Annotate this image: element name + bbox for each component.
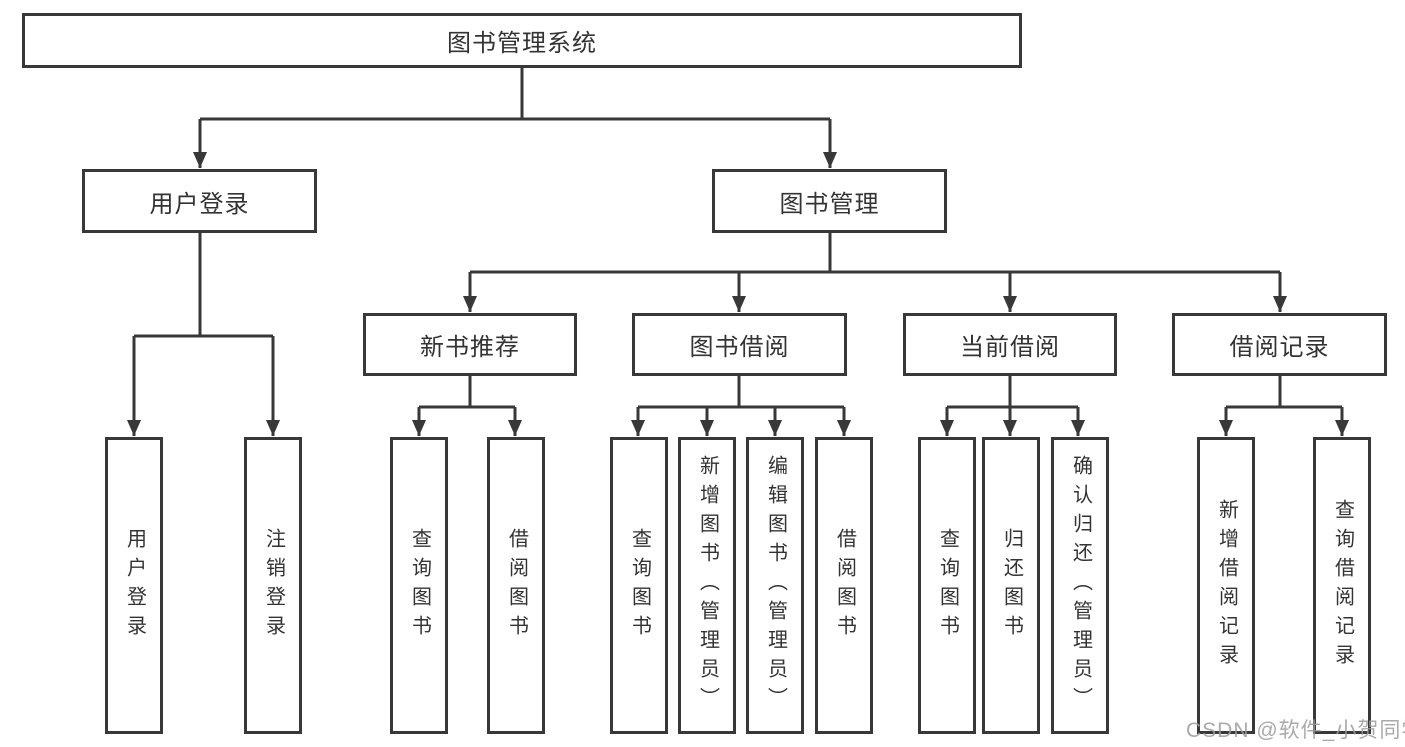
leaf-borrow-books-recommend: 借阅图书: [487, 437, 545, 734]
leaf-add-books-admin: 新增图书（管理员）: [678, 437, 736, 734]
leaf-query-borrow-record: 查询借阅记录: [1313, 437, 1371, 734]
leaf-edit-books-admin: 编辑图书（管理员）: [746, 437, 804, 734]
leaf-return-books: 归还图书: [982, 437, 1040, 734]
leaf-query-books-borrowing: 查询图书: [610, 437, 668, 734]
leaf-query-books-recommend: 查询图书: [390, 437, 448, 734]
box-user-login: 用户登录: [82, 169, 317, 233]
leaf-borrow-books: 借阅图书: [815, 437, 873, 734]
csdn-watermark: CSDN @软件_小贺同学: [1186, 719, 1405, 742]
box-new-book-recommendation: 新书推荐: [363, 313, 577, 376]
box-book-management: 图书管理: [712, 169, 947, 233]
leaf-confirm-return-admin: 确认归还（管理员）: [1051, 437, 1109, 734]
box-book-borrowing: 图书借阅: [632, 313, 847, 376]
leaf-logout: 注销登录: [244, 437, 302, 734]
box-library-management-system: 图书管理系统: [22, 13, 1022, 68]
leaf-add-borrow-record: 新增借阅记录: [1197, 437, 1255, 734]
leaf-query-books-current: 查询图书: [918, 437, 976, 734]
box-borrowing-records: 借阅记录: [1172, 313, 1387, 376]
leaf-user-login: 用户登录: [105, 437, 163, 734]
box-current-borrowing: 当前借阅: [903, 313, 1117, 376]
